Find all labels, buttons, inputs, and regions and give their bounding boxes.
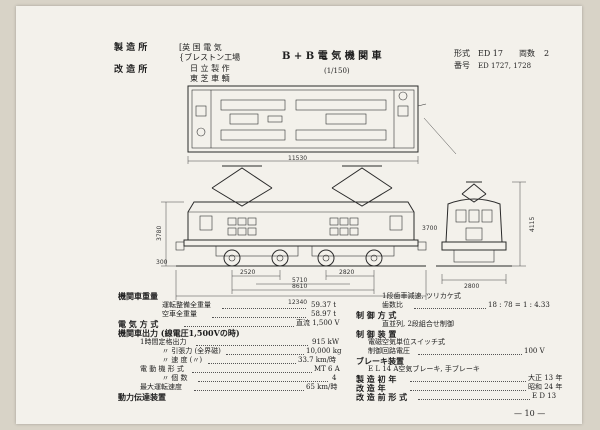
page-number: — 10 —	[514, 409, 546, 418]
spec-label: 運転整備全重量	[162, 301, 211, 309]
spec-label: 改 造 年	[356, 383, 386, 393]
spec-label: 電 気 方 式	[118, 319, 159, 329]
document-title: B + B 電 気 機 関 車	[282, 51, 382, 62]
spec-value: 915 kW	[312, 338, 340, 346]
spec-value: 18 : 78 = 1 : 4.33	[488, 301, 550, 309]
spec-label: ブレーキ装置	[356, 356, 404, 366]
type-label: 形式	[454, 49, 470, 58]
plan-view	[187, 85, 457, 164]
dim-side-height-2: 3700	[422, 225, 437, 232]
spec-label: 歯数比	[382, 301, 403, 309]
spec-value: 65 km/時	[306, 383, 338, 391]
dim-wheelbase-bogie-2: 2820	[339, 269, 354, 276]
spec-value: 10,000 kg	[306, 347, 342, 355]
spec-label: 機関車出力 (線電圧1,500Vの時)	[118, 328, 240, 338]
spec-value: E D 13	[532, 392, 557, 400]
count-label: 両数	[519, 49, 535, 58]
spec-value: 33.7 km/時	[298, 356, 337, 364]
spec-label: 〃 引張力 (全界磁)	[162, 347, 221, 355]
maker-label: 製 造 所	[114, 43, 148, 53]
spec-label: 空車全重量	[162, 310, 197, 318]
spec-label: 最大運転速度	[140, 383, 182, 391]
spec-value: 直流 1,500 V	[296, 319, 340, 327]
side-elevation	[161, 165, 427, 300]
spec-label: 制御回路電圧	[368, 347, 410, 355]
dim-side-height: 3780	[156, 226, 163, 241]
spec-value: 100 V	[524, 347, 545, 355]
number-value: ED 1727, 1728	[478, 62, 532, 70]
dim-overall-length: 12340	[288, 299, 307, 306]
type-value: ED 17	[478, 49, 503, 58]
spec-value: 59.37 t	[311, 301, 337, 309]
end-elevation	[436, 181, 526, 284]
spec-label: 動力伝達装置	[118, 392, 166, 402]
dim-bogie-center: 5710	[292, 277, 307, 284]
dim-wheelbase-total: 8610	[292, 283, 307, 290]
modifier-line-2: 東 芝 車 輌	[190, 74, 230, 83]
dim-wheelbase-bogie: 2520	[240, 269, 255, 276]
locomotive-drawing: 11530	[156, 85, 536, 306]
spec-value: 4	[332, 374, 337, 382]
modifier-label: 改 造 所	[114, 65, 148, 75]
spec-value: MT 6 A	[314, 365, 340, 373]
spec-value: 58.97 t	[311, 310, 337, 318]
maker-line-1: [英 国 電 気	[179, 43, 222, 52]
document-page: 製 造 所 [英 国 電 気 {ブレストン工場 改 造 所 日 立 製 作 東 …	[16, 6, 582, 424]
spec-label: 改 造 前 形 式	[356, 392, 408, 402]
maker-line-2: {ブレストン工場	[179, 53, 241, 62]
dim-height: 4115	[529, 217, 536, 232]
spec-label: 直並列, 2段組合せ制御	[382, 320, 454, 328]
number-label: 番号	[454, 61, 470, 70]
scale-label: (1/150)	[324, 67, 350, 75]
spec-label: 1段歯車減速, ツリカケ式	[382, 292, 461, 300]
dim-width: 2800	[464, 283, 479, 290]
spec-label: 電 動 機 形 式	[140, 365, 184, 373]
dim-side-mark: 300	[156, 259, 168, 266]
spec-label: 〃 速 度 (〃)	[162, 356, 203, 364]
spec-label: 電磁空気単位スイッチ式	[368, 338, 445, 346]
spec-value: 大正 13 年	[528, 374, 563, 382]
spec-label: 1時間定格出力	[140, 338, 187, 346]
dim-length: 11530	[288, 155, 307, 162]
spec-label: 〃 個 数	[162, 374, 188, 382]
spec-label: 機関車重量	[118, 291, 158, 301]
modifier-line-1: 日 立 製 作	[190, 64, 230, 73]
spec-value: 昭和 24 年	[528, 383, 563, 391]
spec-label: 製 造 初 年	[356, 374, 397, 384]
count-value: 2	[544, 49, 550, 58]
spec-label: 制 御 装 置	[356, 329, 397, 339]
spec-label: E L 14 A空気ブレーキ, 手ブレーキ	[368, 365, 480, 373]
spec-label: 制 御 方 式	[356, 310, 397, 320]
